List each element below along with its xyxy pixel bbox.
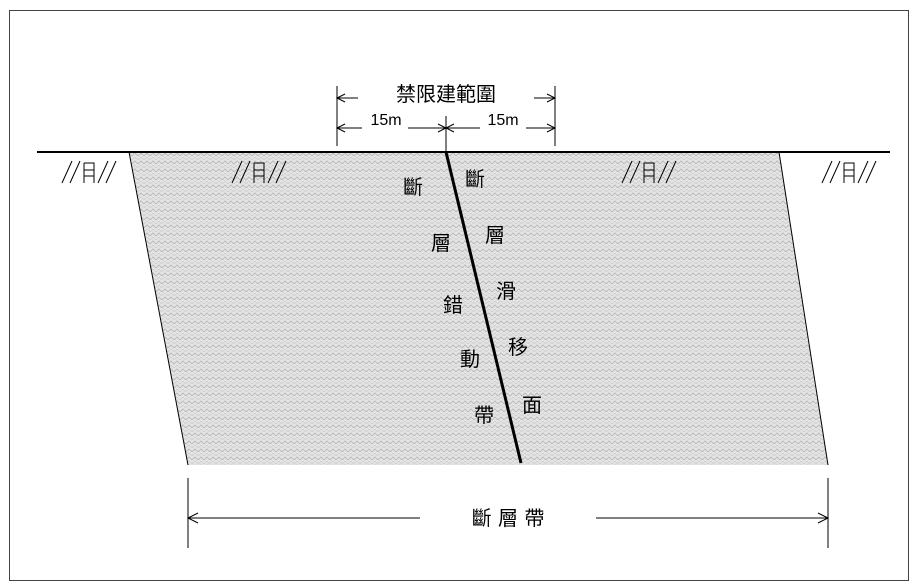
restricted-range-title: 禁限建範圍 <box>396 82 496 106</box>
displacement-zone-char: 帶 <box>474 403 494 427</box>
ground-hatch-symbol <box>231 160 287 184</box>
left-distance-label: 15m <box>370 112 401 129</box>
fault-zone-dimension <box>186 478 830 548</box>
slip-plane-char: 移 <box>508 335 528 359</box>
fault-zone-label: 斷 層 帶 <box>472 506 545 530</box>
slip-plane-char: 滑 <box>496 279 516 303</box>
fault-zone-left-boundary <box>128 151 189 466</box>
left-distance-background <box>362 110 408 130</box>
fault-zone-area <box>129 152 828 465</box>
ground-hatch-symbol <box>821 160 877 184</box>
displacement-zone-char: 動 <box>460 347 480 371</box>
displacement-zone-char: 斷 <box>403 175 423 199</box>
slip-plane-char: 面 <box>522 393 542 417</box>
fault-zone-right-boundary <box>778 151 829 466</box>
outer-border <box>9 10 909 581</box>
right-distance-label: 15m <box>487 112 518 129</box>
displacement-zone-char: 層 <box>431 231 451 255</box>
fault-slip-plane-line <box>444 151 523 464</box>
ground-hatch-symbol <box>621 160 677 184</box>
displacement-zone-char: 錯 <box>443 293 463 317</box>
title-background <box>358 78 534 108</box>
ground-hatch-symbol <box>61 160 117 184</box>
slip-plane-char: 斷 <box>465 167 485 191</box>
slip-plane-char: 層 <box>485 223 505 247</box>
right-distance-background <box>480 110 526 130</box>
